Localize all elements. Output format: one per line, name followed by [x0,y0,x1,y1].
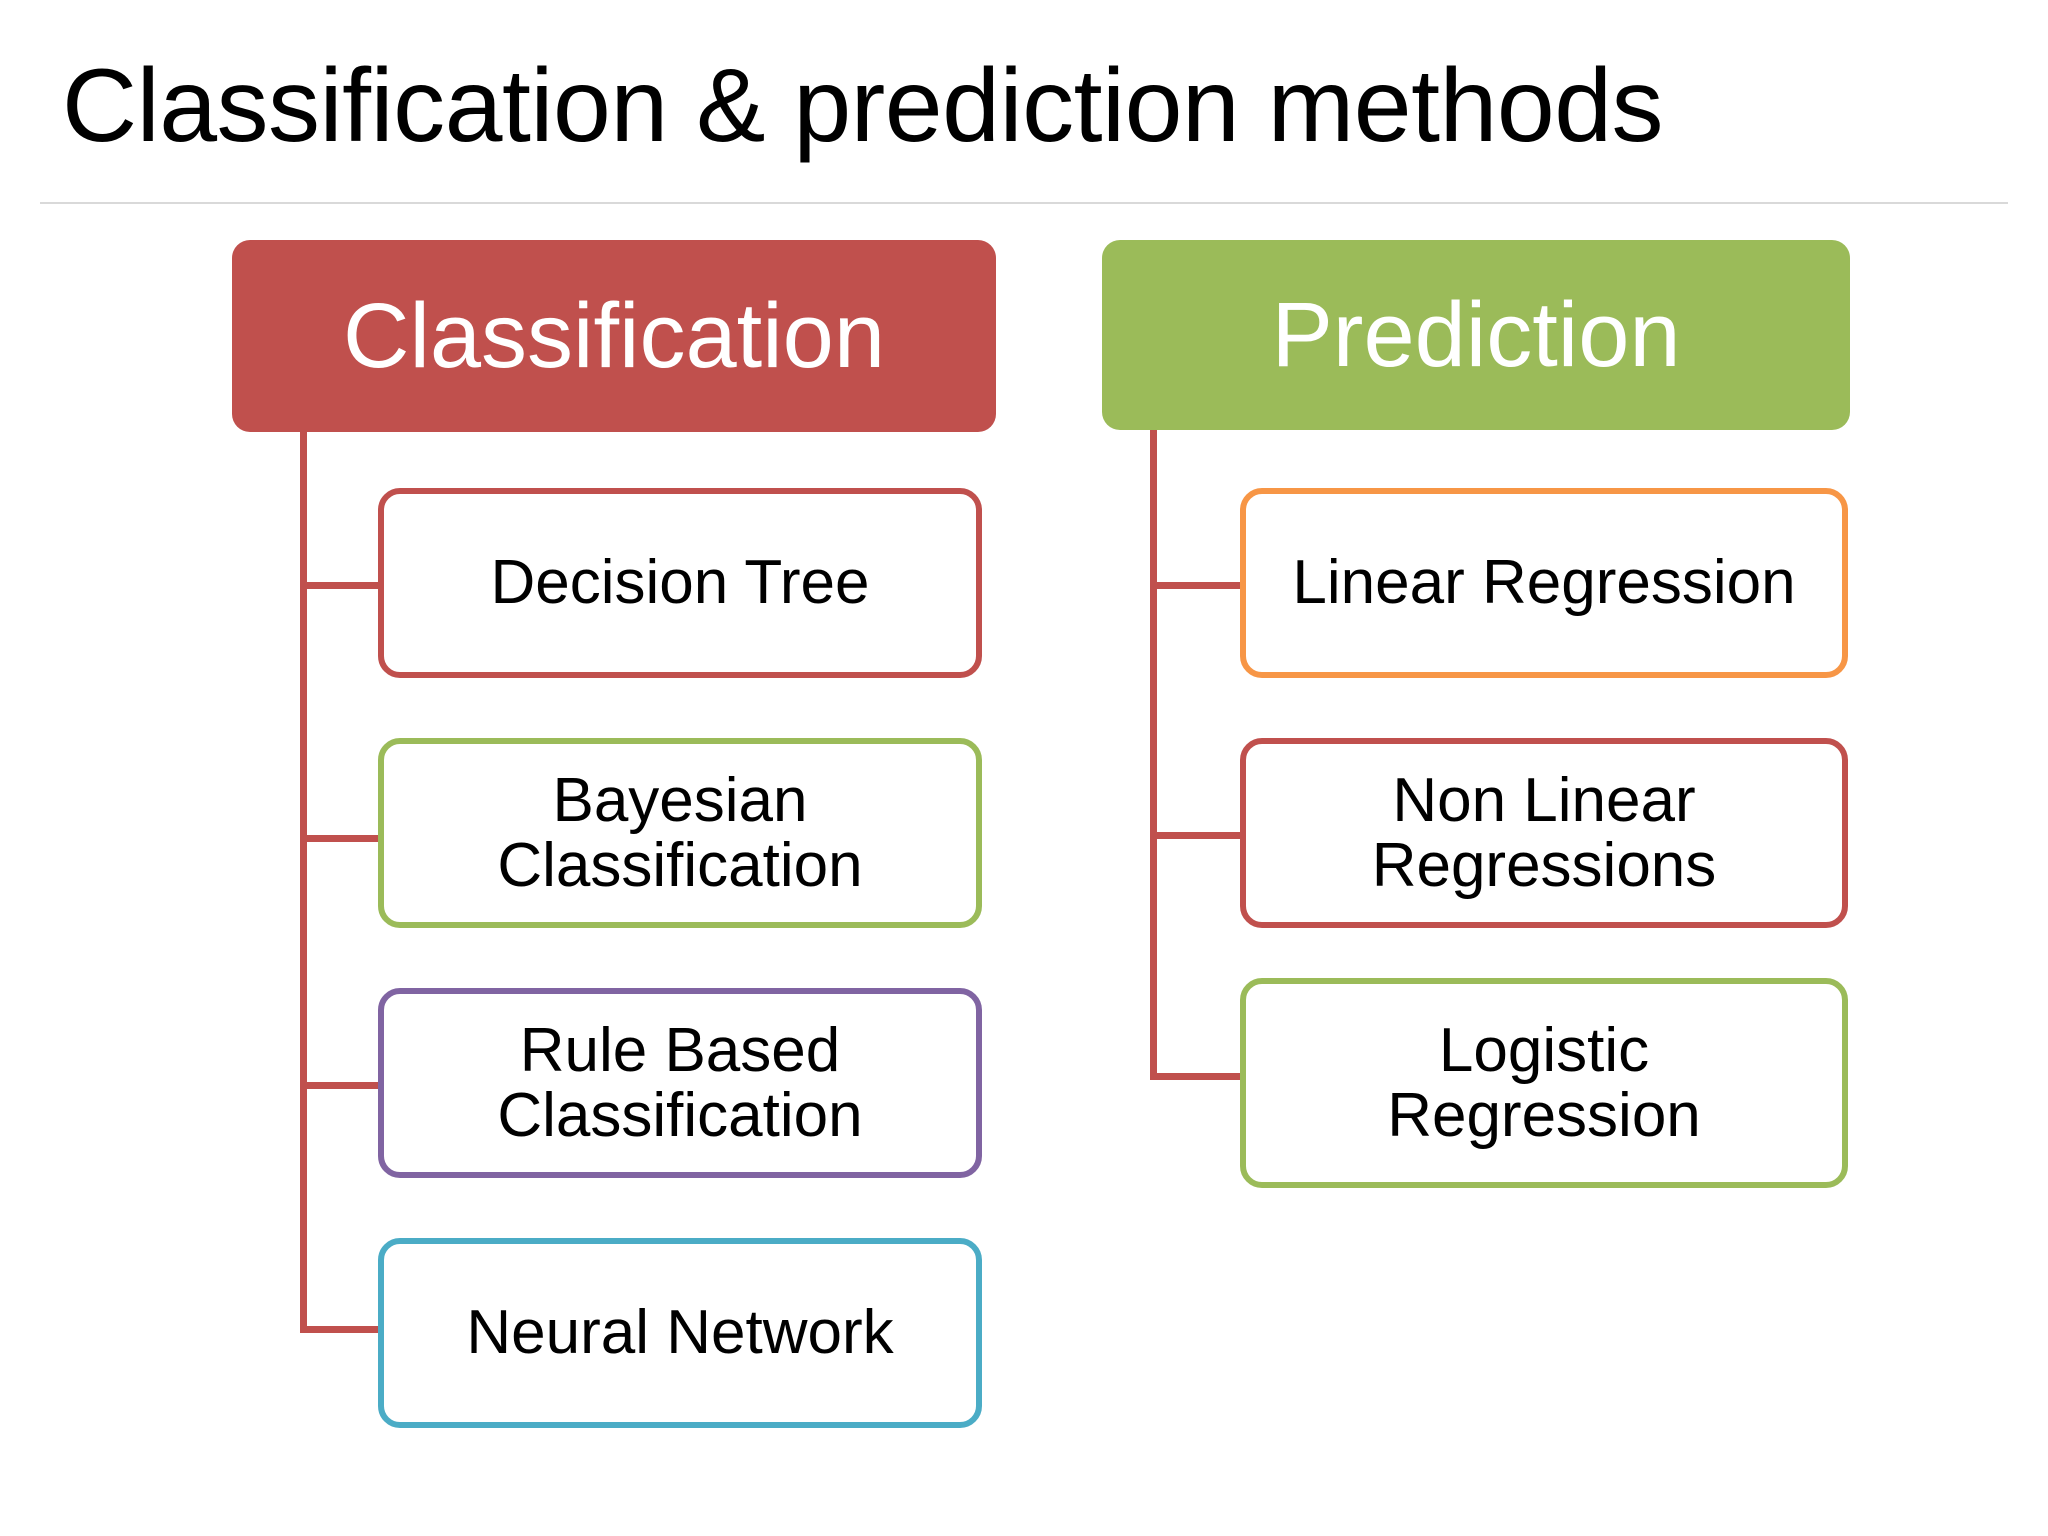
connector-trunk-left [300,432,307,1332]
header-label-prediction: Prediction [1271,284,1681,386]
connector-branch-left-4 [300,1326,382,1333]
header-label-classification: Classification [343,285,885,387]
page-title: Classification & prediction methods [62,48,1664,164]
connector-branch-right-1 [1150,582,1240,589]
connector-branch-left-2 [300,835,382,842]
leaf-box-decision-tree[interactable]: Decision Tree [378,488,982,678]
connector-branch-left-3 [300,1082,382,1089]
header-box-prediction[interactable]: Prediction [1102,240,1850,430]
leaf-box-linear-regression[interactable]: Linear Regression [1240,488,1848,678]
leaf-label-linear-regression: Linear Regression [1292,548,1796,618]
connector-branch-left-1 [300,582,382,589]
connector-branch-right-3 [1150,1073,1240,1080]
header-box-classification[interactable]: Classification [232,240,996,432]
leaf-label-decision-tree: Decision Tree [490,548,870,618]
connector-branch-right-2 [1150,832,1240,839]
title-divider [40,202,2008,204]
connector-trunk-right [1150,430,1157,1080]
leaf-box-neural-network[interactable]: Neural Network [378,1238,982,1428]
leaf-label-neural-network: Neural Network [466,1298,894,1368]
